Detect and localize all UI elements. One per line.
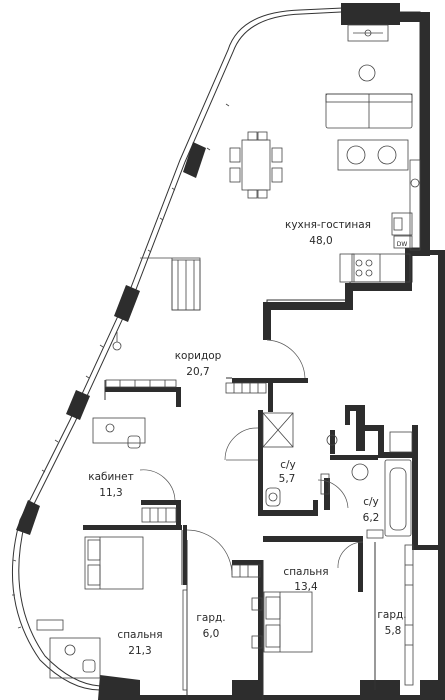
room-area-bathroom-2: 6,2 (363, 512, 380, 524)
room-area-study: 11,3 (99, 487, 122, 499)
exterior-facade (12, 7, 344, 700)
kitchen-living-furniture (229, 24, 421, 283)
room-name-bedroom-2: спальня (117, 629, 162, 641)
room-name-bedroom-1: спальня (283, 566, 328, 578)
room-labels: кухня-гостиная 48,0 коридор 20,7 кабинет… (88, 219, 406, 657)
room-area-closet-2: 5,8 (385, 625, 402, 637)
dishwasher-label: DW (397, 241, 408, 248)
bedroom-13-furniture (231, 544, 414, 686)
room-name-bathroom-1: с/у (280, 459, 296, 471)
walls (83, 3, 445, 700)
room-area-bedroom-2: 21,3 (128, 645, 151, 657)
room-area-kitchen-living: 48,0 (309, 235, 332, 247)
doors (139, 339, 364, 576)
room-name-kitchen-living: кухня-гостиная (285, 219, 371, 231)
bathroom-2-fixtures (351, 431, 413, 539)
room-name-corridor: коридор (175, 350, 222, 362)
room-name-bathroom-2: с/у (363, 496, 379, 508)
room-name-study: кабинет (88, 471, 134, 483)
room-area-corridor: 20,7 (186, 366, 209, 378)
study-furniture (92, 417, 177, 523)
bedroom-21-furniture (36, 536, 188, 691)
room-area-closet-1: 6,0 (203, 628, 220, 640)
room-name-closet-1: гард. (196, 612, 225, 624)
corridor-furniture (105, 257, 267, 394)
room-name-closet-2: гард. (377, 609, 406, 621)
bathroom-1-fixtures (262, 412, 338, 507)
room-area-bedroom-1: 13,4 (294, 581, 318, 593)
room-area-bathroom-1: 5,7 (279, 473, 296, 485)
